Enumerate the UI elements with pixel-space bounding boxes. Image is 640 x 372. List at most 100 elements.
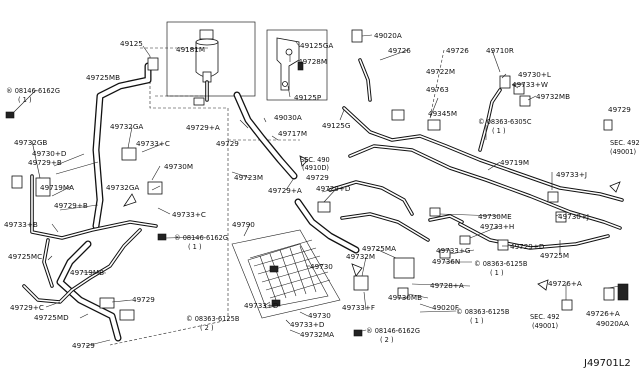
label-49125: 49125 [120, 39, 143, 48]
label-08363-d-qty: ( 1 ) [470, 317, 484, 325]
label-49729-a-2: 49729+A [268, 186, 302, 195]
clamp-49733-h [459, 235, 471, 245]
label-49020aa: 49020AA [596, 319, 629, 328]
label-49733-b: 49733+B [4, 220, 38, 229]
oil-cooler-49790 [231, 229, 341, 319]
bolt-08146-b [157, 233, 167, 241]
label-49729-right: 49729 [608, 105, 631, 114]
washer-49726-a-2 [603, 287, 615, 301]
label-49790: 49790 [232, 220, 255, 229]
bracket-49725ma [393, 257, 415, 279]
bracket-left [11, 175, 23, 189]
clamp-49732m [353, 275, 369, 291]
clamp-49730-j [555, 211, 567, 223]
washer-49726-a [561, 299, 573, 311]
clamp-49730mb [397, 287, 409, 299]
label-49717m: 49717M [278, 129, 307, 138]
clamp-49730-l [499, 75, 511, 89]
label-49726-b: 49726 [446, 46, 469, 55]
label-49345m: 49345M [428, 109, 457, 118]
label-sec492-b-ref: (49001) [532, 322, 558, 330]
label-08146-a-qty: ( 1 ) [18, 96, 32, 104]
label-49719ma: 49719MA [40, 183, 74, 192]
label-49729-c: 49729+C [10, 303, 44, 312]
label-49729-a: 49729+A [186, 123, 220, 132]
label-49732ga-2: 49732GA [106, 183, 139, 192]
label-08363-b: © 08363-6125B [474, 260, 528, 268]
label-49710r: 49710R [486, 46, 514, 55]
clamp-49732ga [121, 147, 137, 161]
label-49733-h: 49733+H [480, 222, 514, 231]
label-49725mb: 49725MB [86, 73, 120, 82]
label-sec492-a: SEC. 492 [610, 139, 640, 147]
label-49733-w: 49733+W [512, 80, 548, 89]
bolt-08146-a [5, 111, 15, 119]
left-metal-lines [22, 174, 158, 304]
label-08363-c: © 08363-6125B [186, 315, 240, 323]
clamp-49733-j [547, 191, 559, 203]
label-08363-d: © 08363-6125B [456, 308, 510, 316]
clamp-49729-c [119, 309, 135, 321]
label-08146-b-qty: ( 1 ) [188, 243, 202, 251]
label-49719mb: 49719MB [70, 268, 104, 277]
clamp-49763 [391, 109, 405, 121]
label-08363-b-qty: ( 1 ) [490, 269, 504, 277]
label-49732ga: 49732GA [110, 122, 143, 131]
arrow-up-mid [351, 263, 363, 277]
label-49736n: 49736N [432, 257, 460, 266]
clamp-49732ga-2 [147, 181, 163, 195]
label-08363-a: © 08363-6305C [478, 118, 532, 126]
label-49732ma: 49732MA [300, 330, 334, 339]
label-49733-g: 49733+G [436, 246, 470, 255]
label-49020a: 49020A [374, 31, 402, 40]
label-49725md: 49725MD [34, 313, 69, 322]
label-49730-d: 49730+D [32, 149, 67, 158]
label-49722m: 49722M [426, 67, 455, 76]
arrow-right-1 [609, 181, 621, 193]
label-sec490: SEC. 490 [300, 156, 330, 164]
label-49733-j: 49733+J [556, 170, 587, 179]
fitting-49020aa [617, 283, 629, 301]
assembly-outline [109, 47, 300, 346]
arrow-sec490 [299, 155, 309, 167]
arrow-right-2 [537, 279, 549, 291]
label-08146-a: ® 08146-6162G [6, 87, 60, 95]
label-49729-bottom: 49729 [132, 295, 155, 304]
label-49020f: 49020F [432, 303, 459, 312]
label-49730m: 49730M [164, 162, 193, 171]
label-49725mc: 49725MC [8, 252, 42, 261]
label-49125p: 49125P [294, 93, 322, 102]
clamp-49729-d-r [497, 239, 509, 251]
label-49732gb: 49732GB [14, 138, 47, 147]
label-49729-b-top: 49729+B [28, 158, 62, 167]
label-49030a: 49030A [274, 113, 302, 122]
diagram-code: J49701L2 [583, 358, 631, 369]
label-08146-b: ® 08146-6162G [174, 234, 228, 242]
label-49730-b: 49730 [308, 311, 331, 320]
label-49733-f: 49733+F [342, 303, 375, 312]
label-49729-d-right: 49729+D [510, 242, 545, 251]
clamp-49730me [429, 207, 441, 217]
label-49732m: 49732M [346, 252, 375, 261]
label-sec492-b: SEC. 492 [530, 313, 560, 321]
label-sec490-ref: (4910D) [302, 164, 329, 172]
arrow-up-left [123, 193, 137, 207]
label-08363-c-qty: ( 2 ) [200, 324, 214, 332]
label-49733-c-2: 49733+C [172, 210, 206, 219]
label-49181m: 49181M [176, 45, 205, 54]
hose-end-49725mb [147, 57, 159, 71]
label-49125ga: 49125GA [300, 41, 333, 50]
clamp-49729-r [603, 119, 613, 131]
label-49723m: 49723M [234, 173, 263, 182]
label-49729-center: 49729 [216, 139, 239, 148]
label-49729-d-mid: 49729+D [316, 184, 351, 193]
part-labels: 49125 49181M 49125GA 49728M 49125P 49020… [4, 31, 640, 369]
label-49730-c: 49730 [310, 262, 333, 271]
steering-lines-main [328, 58, 624, 250]
hoses-left [56, 62, 360, 342]
bolt-08146-c [353, 329, 363, 337]
label-49728m: 49728M [298, 57, 327, 66]
label-49728-a: 49728+A [430, 281, 464, 290]
label-08146-c: ® 08146-6162G [366, 327, 420, 335]
label-08146-c-qty: ( 2 ) [380, 336, 394, 344]
